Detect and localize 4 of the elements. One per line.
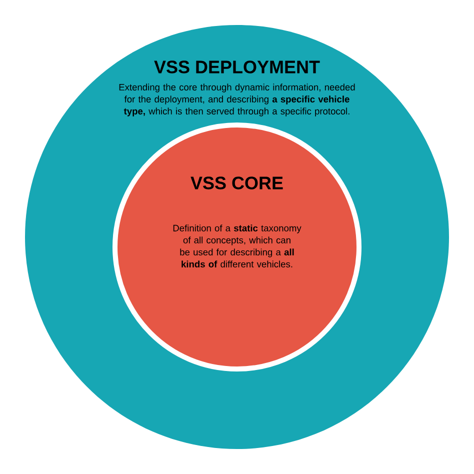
description: Extending the core through dynamic information, needed for the deployment, and describing a specific vehicle type, which is then served through a specific protocol. xyxy=(119,84,355,116)
description: Definition of a static taxonomy of all concepts, which can be used for describing a all kinds of different vehicles. xyxy=(173,224,302,268)
heading: VSS CORE xyxy=(190,176,283,190)
heading: VSS DEPLOYMENT xyxy=(154,60,320,74)
